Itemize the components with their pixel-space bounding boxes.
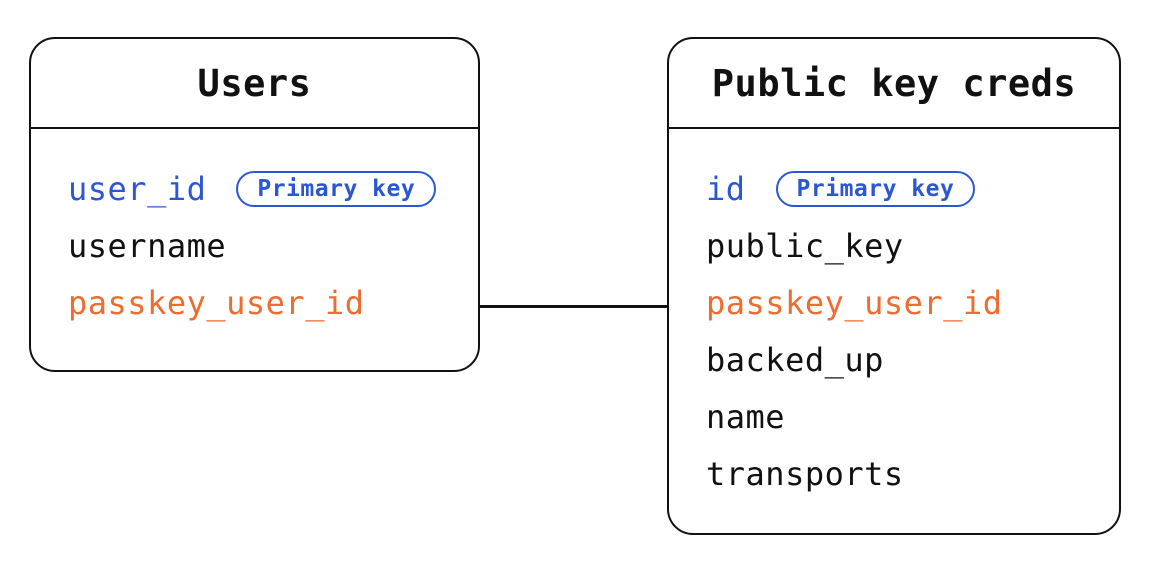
field-row: transports: [706, 445, 1103, 502]
table-title: Users: [31, 39, 478, 129]
field-row: backed_up: [706, 331, 1103, 388]
field-row: username: [68, 217, 462, 274]
field-name: passkey_user_id: [68, 283, 365, 322]
relationship-line: [478, 305, 670, 308]
field-name: passkey_user_id: [706, 283, 1003, 322]
field-name: public_key: [706, 226, 904, 265]
table-fields: user_id Primary key username passkey_use…: [31, 129, 478, 331]
field-row: name: [706, 388, 1103, 445]
field-row: public_key: [706, 217, 1103, 274]
primary-key-badge: Primary key: [775, 170, 976, 207]
field-name: transports: [706, 454, 904, 493]
field-name: username: [68, 226, 227, 265]
table-users: Users user_id Primary key username passk…: [29, 37, 480, 372]
table-title: Public key creds: [669, 39, 1119, 129]
field-name: user_id: [68, 169, 207, 208]
table-fields: id Primary key public_key passkey_user_i…: [669, 129, 1119, 502]
field-name: id: [706, 169, 746, 208]
table-public-key-creds: Public key creds id Primary key public_k…: [667, 37, 1121, 535]
field-row: id Primary key: [706, 160, 1103, 217]
field-row: passkey_user_id: [706, 274, 1103, 331]
primary-key-badge: Primary key: [236, 170, 437, 207]
field-name: backed_up: [706, 340, 884, 379]
field-row: passkey_user_id: [68, 274, 462, 331]
field-row: user_id Primary key: [68, 160, 462, 217]
field-name: name: [706, 397, 786, 436]
